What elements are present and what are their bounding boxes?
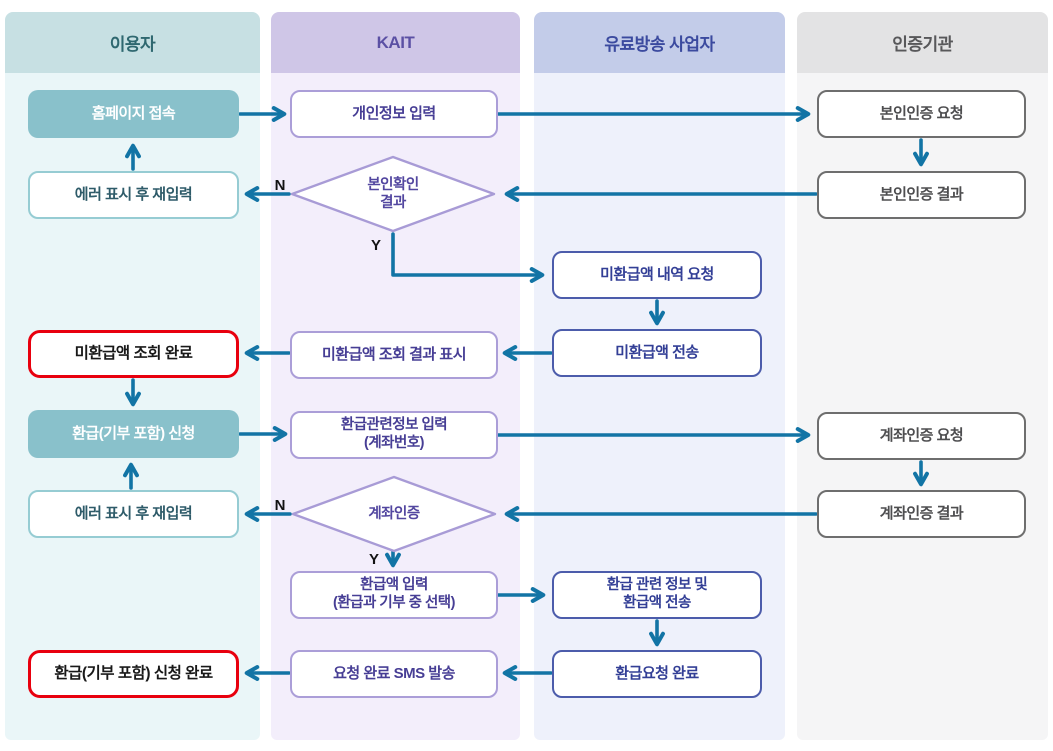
node-label: 계좌인증 요청 — [879, 426, 964, 444]
lane-header-user: 이용자 — [5, 12, 260, 73]
node-unrefunded-detail-request: 미환급액 내역 요청 — [552, 251, 762, 299]
branch-label-yes-account: Y — [368, 550, 379, 568]
node-label: 미환급액 내역 요청 — [600, 265, 714, 283]
node-error-retry-top: 에러 표시 후 재입력 — [28, 171, 239, 219]
node-label: 환급(기부 포함) 신청 완료 — [54, 664, 213, 682]
diamond-shape — [290, 155, 496, 233]
node-label: 환급액 전송 — [623, 595, 691, 611]
node-refund-apply-done: 환급(기부 포함) 신청 완료 — [28, 650, 239, 698]
node-label: 미환급액 조회 완료 — [74, 344, 193, 362]
node-label: 본인인증 결과 — [879, 185, 964, 203]
node-identity-verify-result: 본인인증 결과 — [817, 171, 1026, 219]
node-unrefunded-send: 미환급액 전송 — [552, 329, 762, 377]
node-refund-amount-input: 환급액 입력 (환급과 기부 중 선택) — [290, 571, 498, 619]
branch-label-no-identity: N — [274, 176, 286, 194]
node-label: (계좌번호) — [363, 435, 425, 451]
node-label: 환급액 입력 — [360, 577, 428, 594]
branch-label-no-account: N — [274, 496, 286, 514]
node-label: 환급요청 완료 — [615, 664, 699, 682]
node-label: 미환급액 조회 결과 표시 — [321, 345, 467, 363]
node-label: 본인인증 요청 — [879, 104, 964, 122]
node-label: 홈페이지 접속 — [91, 104, 176, 122]
node-account-verify-request: 계좌인증 요청 — [817, 412, 1026, 460]
node-refund-info-send: 환급 관련 정보 및 환급액 전송 — [552, 571, 762, 619]
node-account-verify-result: 계좌인증 결과 — [817, 490, 1026, 538]
node-personal-info-input: 개인정보 입력 — [290, 90, 498, 138]
decision-account-check: 계좌인증 — [291, 475, 497, 553]
node-label: 환급(기부 포함) 신청 — [72, 424, 195, 442]
decision-identity-check: 본인확인 결과 — [290, 155, 496, 233]
lane-operator: 유료방송 사업자 — [534, 12, 785, 740]
node-error-retry-bottom: 에러 표시 후 재입력 — [28, 490, 239, 538]
lane-header-operator: 유료방송 사업자 — [534, 12, 785, 73]
node-label: 미환급액 전송 — [615, 343, 699, 361]
node-label: 요청 완료 SMS 발송 — [333, 664, 455, 682]
node-label: 에러 표시 후 재입력 — [74, 185, 193, 203]
node-sms-send: 요청 완료 SMS 발송 — [290, 650, 498, 698]
lane-header-certifier: 인증기관 — [797, 12, 1048, 73]
lane-header-kait: KAIT — [271, 12, 520, 73]
node-homepage-access: 홈페이지 접속 — [28, 90, 239, 138]
node-label: 계좌인증 결과 — [879, 504, 964, 522]
node-identity-verify-request: 본인인증 요청 — [817, 90, 1026, 138]
node-refund-apply: 환급(기부 포함) 신청 — [28, 410, 239, 458]
node-label: 에러 표시 후 재입력 — [74, 504, 193, 522]
node-refund-request-done: 환급요청 완료 — [552, 650, 762, 698]
node-label: 환급 관련 정보 및 — [606, 577, 708, 594]
decision-label: 계좌인증 — [368, 505, 420, 522]
node-label: 환급관련정보 입력 — [340, 417, 448, 434]
node-unrefunded-lookup-done: 미환급액 조회 완료 — [28, 330, 239, 378]
node-label: (환급과 기부 중 선택) — [333, 595, 455, 611]
node-refund-info-input: 환급관련정보 입력 (계좌번호) — [290, 411, 498, 459]
lane-body-operator — [534, 73, 785, 740]
node-unrefunded-result-display: 미환급액 조회 결과 표시 — [290, 331, 498, 379]
node-label: 개인정보 입력 — [352, 104, 436, 122]
decision-label: 본인확인 결과 — [367, 176, 419, 211]
branch-label-yes-identity: Y — [370, 236, 381, 254]
